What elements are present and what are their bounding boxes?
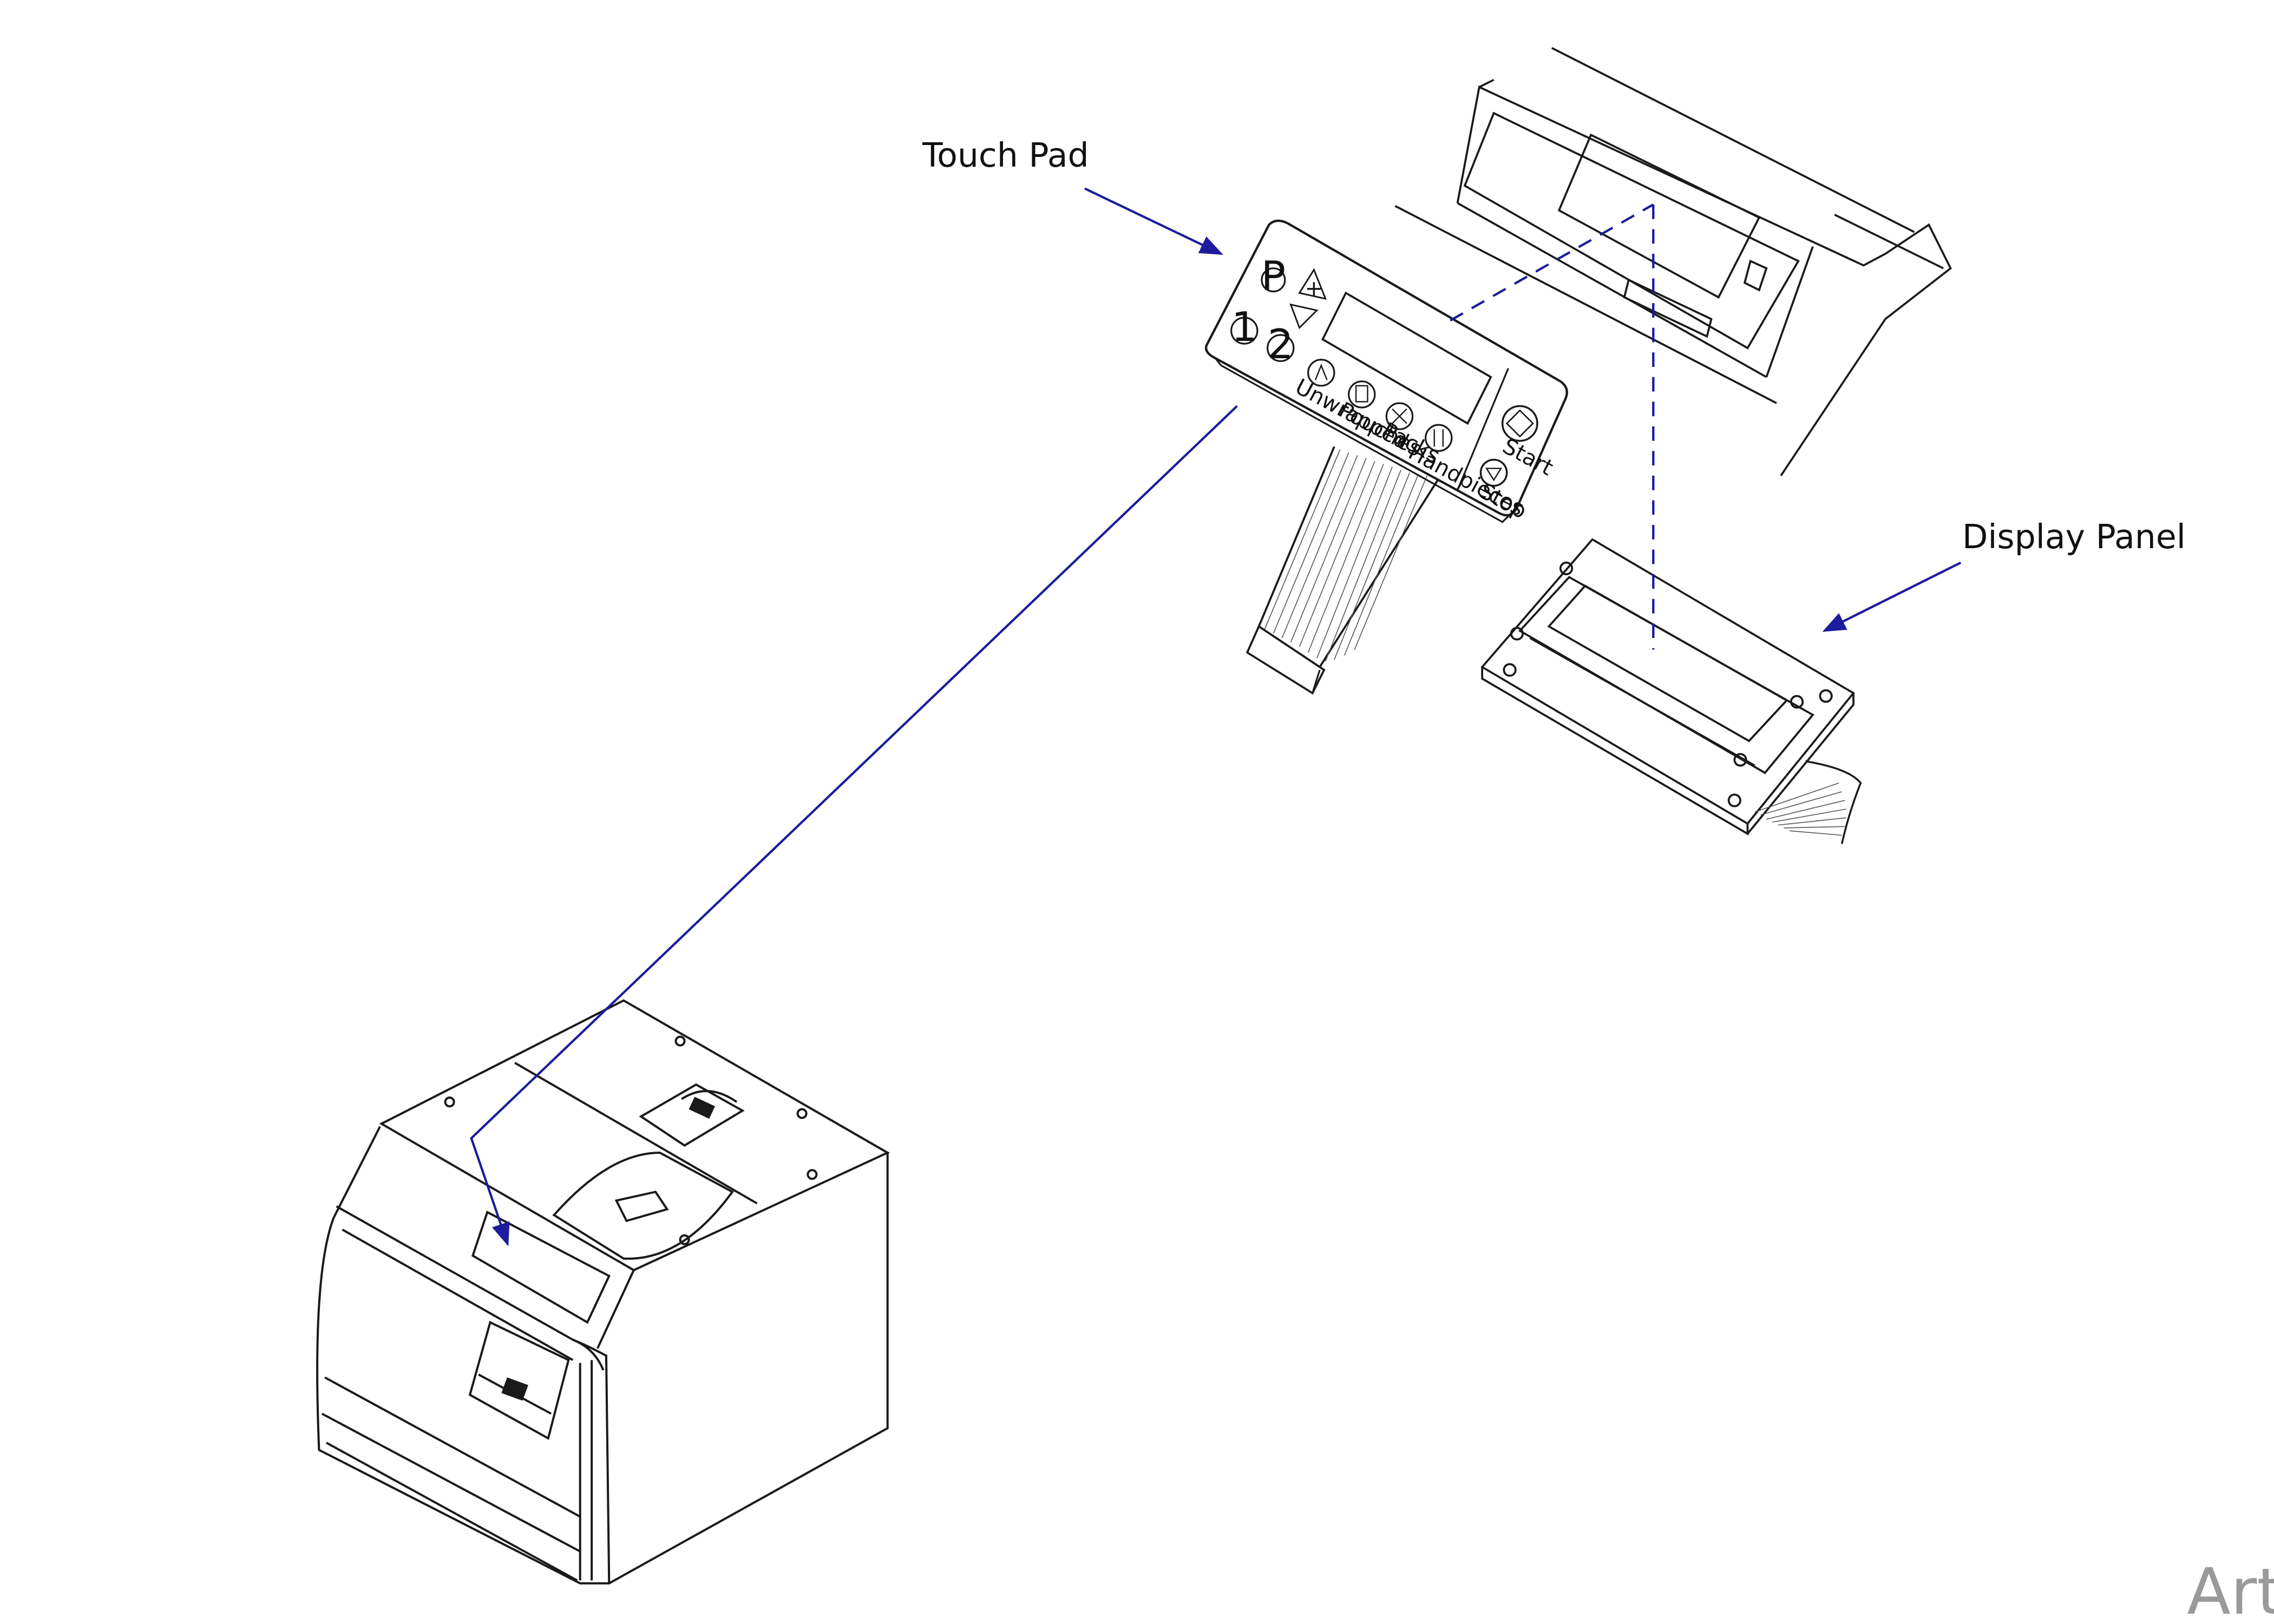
display-panel-callout-arrow [1822, 561, 1962, 632]
one-button[interactable]: 1 [1230, 303, 1259, 351]
touch-pad-label: Touch Pad [922, 136, 1089, 175]
p-button[interactable]: P [1261, 252, 1286, 300]
alignment-dashed-lines [1450, 203, 1655, 650]
touch-pad-ribbon-cable [1246, 446, 1440, 695]
display-panel-label: Display Panel [1962, 517, 2186, 556]
two-button[interactable]: 2 [1267, 320, 1295, 368]
two-button-label: 2 [1268, 320, 1294, 368]
sterilizer-unit [316, 999, 890, 1584]
p-button-label: P [1261, 252, 1286, 300]
plus-button[interactable]: + [1298, 268, 1327, 301]
artfull-watermark: ArtFull [2187, 1555, 2274, 1624]
minus-button[interactable] [1289, 303, 1319, 330]
display-panel-module [1480, 538, 1862, 844]
display-panel-ribbon-cable [1754, 783, 1846, 836]
touch-pad-assembly: P + 1 2 Unwrapped Pouches [1204, 219, 1568, 695]
touch-pad-display-window [1321, 291, 1492, 425]
touch-pad-body [1204, 219, 1568, 517]
touch-pad-callout-arrow [1084, 187, 1223, 255]
housing-bezel [1394, 47, 1952, 476]
one-button-label: 1 [1231, 303, 1257, 351]
touch-pad-location-leader [470, 405, 1238, 1246]
plus-button-label: + [1305, 277, 1323, 301]
